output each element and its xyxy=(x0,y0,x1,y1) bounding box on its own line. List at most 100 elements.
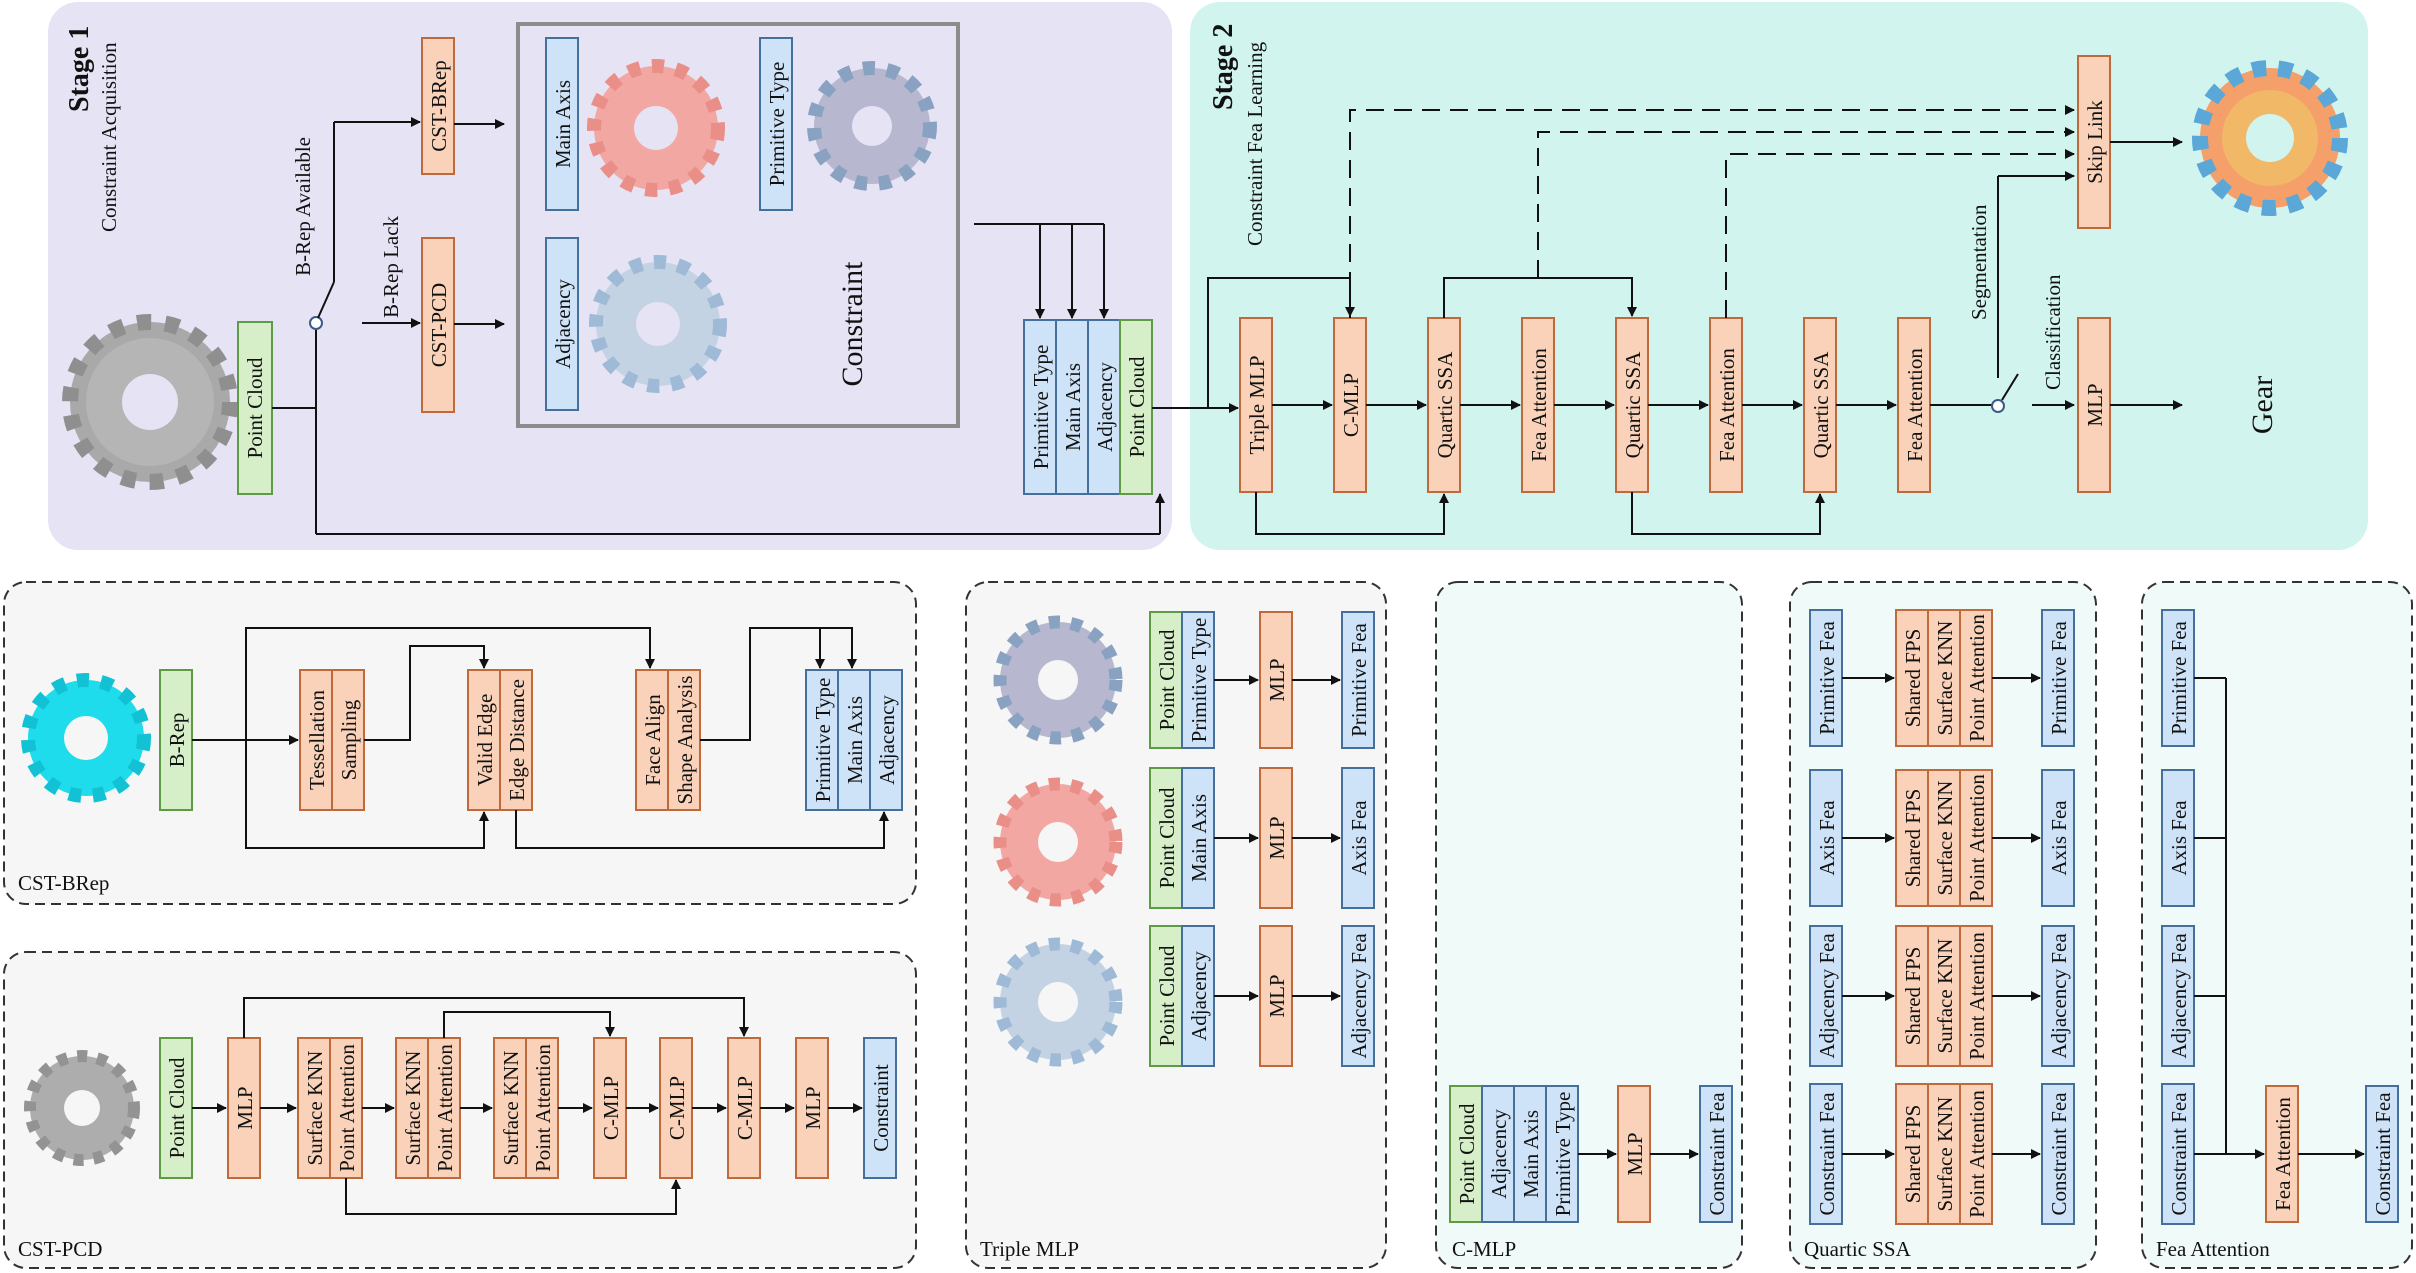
cc-point-cloud-label: Point Cloud xyxy=(1125,356,1149,457)
p-pa1-label: Point Attention xyxy=(335,1044,359,1172)
svg-text:Primitive Fea: Primitive Fea xyxy=(1815,620,1839,734)
switch-node xyxy=(309,316,323,330)
tm-gear-2-icon xyxy=(993,777,1123,907)
triple-mlp-label: Triple MLP xyxy=(1245,355,1269,454)
p-point-cloud-box xyxy=(159,1037,193,1179)
tm2-point-cloud-label: Point Cloud xyxy=(1155,787,1179,888)
fea-attention-2-label: Fea Attention xyxy=(1715,348,1739,462)
b-primitive-type-box xyxy=(805,669,839,811)
tm2-out-label: Axis Fea xyxy=(1347,800,1371,876)
fa-fea-attention-label: Fea Attention xyxy=(2271,1097,2295,1211)
fa-primitive-fea-label: Primitive Fea xyxy=(2167,620,2191,734)
cc-main-axis-box xyxy=(1055,319,1089,495)
cm-point-cloud-box xyxy=(1449,1085,1483,1223)
quartic-ssa-panel-label: Quartic SSA xyxy=(1804,1237,1912,1261)
out-mlp-box xyxy=(2077,317,2111,493)
cst-brep-label: CST-BRep xyxy=(427,60,451,151)
c-main-axis-label: Main Axis xyxy=(551,80,575,168)
p-knn1-label: Surface KNN xyxy=(303,1051,327,1166)
cc-adjacency-label: Adjacency xyxy=(1093,362,1117,452)
b-edge-distance-box xyxy=(499,669,533,811)
p-pa3-box xyxy=(525,1037,559,1179)
p-cmlp2-label: C-MLP xyxy=(665,1076,689,1140)
tm3-point-cloud-label: Point Cloud xyxy=(1155,945,1179,1046)
tm1-primitive-type-box xyxy=(1181,611,1215,749)
b-tessellation-label: Tessellation xyxy=(305,690,329,791)
c-mlp-panel-label: C-MLP xyxy=(1452,1237,1516,1261)
fea-attention-panel-label: Fea Attention xyxy=(2156,1237,2270,1261)
svg-text:Surface KNN: Surface KNN xyxy=(1933,1097,1957,1212)
b-sampling-box xyxy=(331,669,365,811)
s1-point-cloud-label: Point Cloud xyxy=(243,357,267,458)
cc-primitive-type-label: Primitive Type xyxy=(1029,345,1053,470)
p-constraint-label: Constraint xyxy=(869,1064,893,1152)
cm-primitive-type-label: Primitive Type xyxy=(1551,1092,1575,1217)
brep-lack-label: B-Rep Lack xyxy=(379,215,403,318)
cc-main-axis-label: Main Axis xyxy=(1061,363,1085,451)
svg-text:Primitive Fea: Primitive Fea xyxy=(2047,620,2071,734)
cst-brep-panel xyxy=(3,581,917,905)
fea-attention-3-box xyxy=(1897,317,1931,493)
p-knn2-label: Surface KNN xyxy=(401,1051,425,1166)
constraint-title: Constraint xyxy=(836,261,869,387)
cm-mlp-label: MLP xyxy=(1623,1132,1647,1175)
p-mlp2-label: MLP xyxy=(801,1086,825,1129)
segmentation-label: Segmentation xyxy=(1967,204,1991,320)
tm3-out-box xyxy=(1341,925,1375,1067)
fa-fea-attention-box xyxy=(2265,1085,2299,1223)
skip-link-label: Skip Link xyxy=(2083,100,2107,184)
tm3-adjacency-box xyxy=(1181,925,1215,1067)
p-knn1-box xyxy=(297,1037,331,1179)
p-mlp2-box xyxy=(795,1037,829,1179)
svg-text:Shared FPS: Shared FPS xyxy=(1901,629,1925,728)
b-face-align-label: Face Align xyxy=(641,694,665,786)
p-pa3-label: Point Attention xyxy=(531,1044,555,1172)
cst-pcd-label: CST-PCD xyxy=(427,283,451,367)
c-primitive-type-label: Primitive Type xyxy=(765,62,789,187)
tm1-primitive-type-label: Primitive Type xyxy=(1187,618,1211,743)
tm2-out-box xyxy=(1341,767,1375,909)
c-adjacency-label: Adjacency xyxy=(551,279,575,369)
svg-text:Point Attention: Point Attention xyxy=(1965,614,1989,742)
classification-label: Classification xyxy=(2041,274,2065,390)
c-mlp-label: C-MLP xyxy=(1339,373,1363,437)
quartic-ssa-2-label: Quartic SSA xyxy=(1621,351,1645,459)
p-knn2-box xyxy=(395,1037,429,1179)
b-main-axis-label: Main Axis xyxy=(843,696,867,784)
fa-out-label: Constraint Fea xyxy=(2371,1092,2395,1216)
p-pa2-box xyxy=(427,1037,461,1179)
svg-text:Point Attention: Point Attention xyxy=(1965,774,1989,902)
b-brep-label: B-Rep xyxy=(165,713,189,768)
b-primitive-type-label: Primitive Type xyxy=(811,678,835,803)
stage1-title: Stage 1 xyxy=(64,26,95,112)
gear-output-label: Gear xyxy=(2246,376,2279,434)
fa-constraint-fea-box xyxy=(2161,1083,2195,1225)
output-switch-node xyxy=(1991,399,2005,413)
cst-brep-box xyxy=(421,37,455,175)
stage2-title: Stage 2 xyxy=(1208,24,1239,110)
svg-text:Adjacency Fea: Adjacency Fea xyxy=(1815,933,1839,1059)
triple-mlp-panel-label: Triple MLP xyxy=(980,1237,1079,1261)
cm-adjacency-label: Adjacency xyxy=(1487,1109,1511,1199)
svg-text:Adjacency Fea: Adjacency Fea xyxy=(2047,933,2071,1059)
p-knn3-box xyxy=(493,1037,527,1179)
gear-gray-icon xyxy=(62,314,238,490)
fa-constraint-fea-label: Constraint Fea xyxy=(2167,1092,2191,1216)
p-cmlp3-box xyxy=(727,1037,761,1179)
cm-out-box xyxy=(1699,1085,1733,1223)
cc-adjacency-box xyxy=(1087,319,1121,495)
svg-text:Point Attention: Point Attention xyxy=(1965,932,1989,1060)
qs-row-4: Constraint Fea Shared FPS Surface KNN Po… xyxy=(1809,1083,2075,1225)
fea-attention-panel xyxy=(2141,581,2413,1269)
cm-main-axis-label: Main Axis xyxy=(1519,1110,1543,1198)
gear-lightblue-icon xyxy=(589,255,727,393)
tm1-mlp-label: MLP xyxy=(1265,658,1289,701)
tm1-mlp-box xyxy=(1259,611,1293,749)
tm3-mlp-label: MLP xyxy=(1265,974,1289,1017)
p-pa2-label: Point Attention xyxy=(433,1044,457,1172)
fa-axis-fea-box xyxy=(2161,769,2195,907)
c-mlp-box xyxy=(1333,317,1367,493)
tm2-mlp-box xyxy=(1259,767,1293,909)
fa-axis-fea-label: Axis Fea xyxy=(2167,800,2191,876)
